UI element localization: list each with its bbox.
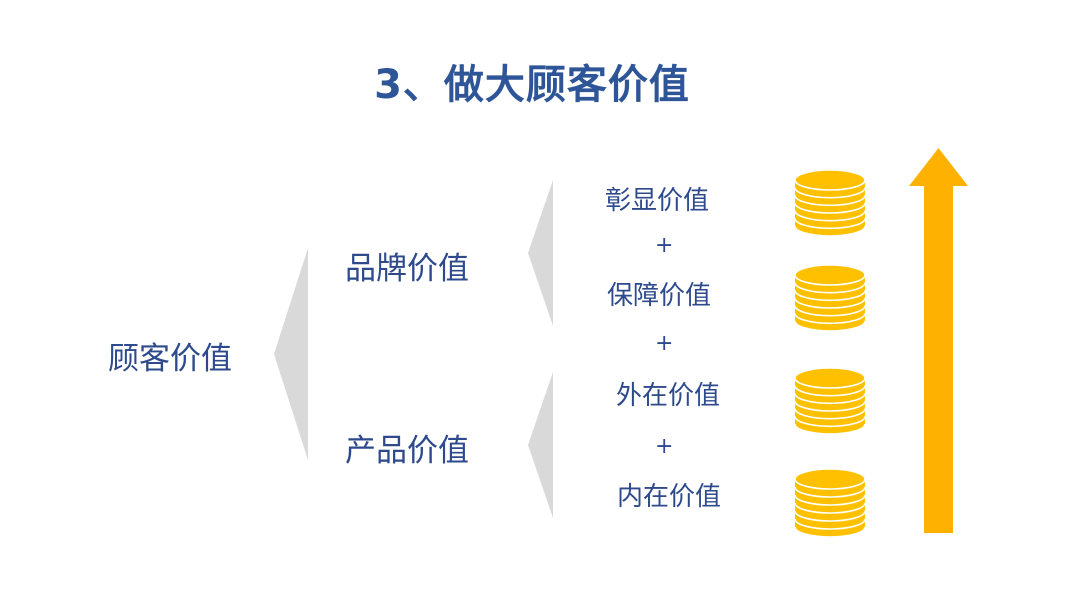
coin-edge bbox=[794, 290, 866, 302]
coin-edge bbox=[794, 502, 866, 514]
root-brace bbox=[274, 248, 308, 460]
coin-stack-body bbox=[795, 378, 865, 434]
upper-brace bbox=[528, 180, 553, 326]
plus-sign: + bbox=[655, 331, 674, 356]
coin-stacks bbox=[794, 169, 866, 538]
coin-stack bbox=[794, 367, 866, 435]
coin-edge bbox=[794, 510, 866, 522]
coin-stack-body bbox=[795, 479, 865, 537]
coin-edge bbox=[794, 408, 866, 420]
coin-edge bbox=[794, 320, 866, 332]
lower-brace bbox=[528, 372, 553, 518]
coin-edge bbox=[794, 385, 866, 397]
root-label: 顾客价值 bbox=[108, 341, 232, 377]
leaf-label-external: 外在价值 bbox=[616, 381, 721, 411]
branch-label-product: 产品价值 bbox=[345, 433, 469, 469]
plus-sign: + bbox=[655, 434, 674, 459]
coin-edge bbox=[794, 494, 866, 506]
coin-edge bbox=[794, 297, 866, 309]
coin-edge bbox=[794, 313, 866, 325]
page-title: 3、做大顾客价值 bbox=[374, 62, 690, 108]
leaf-label-internal: 内在价值 bbox=[617, 482, 722, 512]
coin-edge bbox=[794, 416, 866, 428]
coin-edge bbox=[794, 225, 866, 237]
coin-stack bbox=[794, 468, 866, 538]
coin-top bbox=[794, 367, 866, 389]
leaf-label-display: 彰显价值 bbox=[605, 186, 710, 216]
coin-stack bbox=[794, 264, 866, 332]
coin-stack-body bbox=[795, 180, 865, 236]
coin-edge bbox=[794, 305, 866, 317]
coin-edge bbox=[794, 423, 866, 435]
coin-edge bbox=[794, 486, 866, 498]
coin-edge bbox=[794, 202, 866, 214]
coin-edge bbox=[794, 218, 866, 230]
coin-stack-body bbox=[795, 275, 865, 331]
leaf-label-assurance: 保障价值 bbox=[607, 281, 712, 311]
coin-stack bbox=[794, 169, 866, 237]
coin-edge bbox=[794, 187, 866, 199]
coin-top bbox=[794, 468, 866, 490]
branch-label-brand: 品牌价值 bbox=[345, 251, 469, 287]
coin-edge bbox=[794, 393, 866, 405]
coin-top bbox=[794, 169, 866, 191]
coin-edge bbox=[794, 518, 866, 530]
coin-edge bbox=[794, 195, 866, 207]
coin-edge bbox=[794, 400, 866, 412]
coin-top bbox=[794, 264, 866, 286]
coin-edge bbox=[794, 210, 866, 222]
growth-arrow bbox=[909, 148, 968, 533]
coin-edge bbox=[794, 282, 866, 294]
plus-sign: + bbox=[655, 233, 674, 258]
coin-edge bbox=[794, 526, 866, 538]
